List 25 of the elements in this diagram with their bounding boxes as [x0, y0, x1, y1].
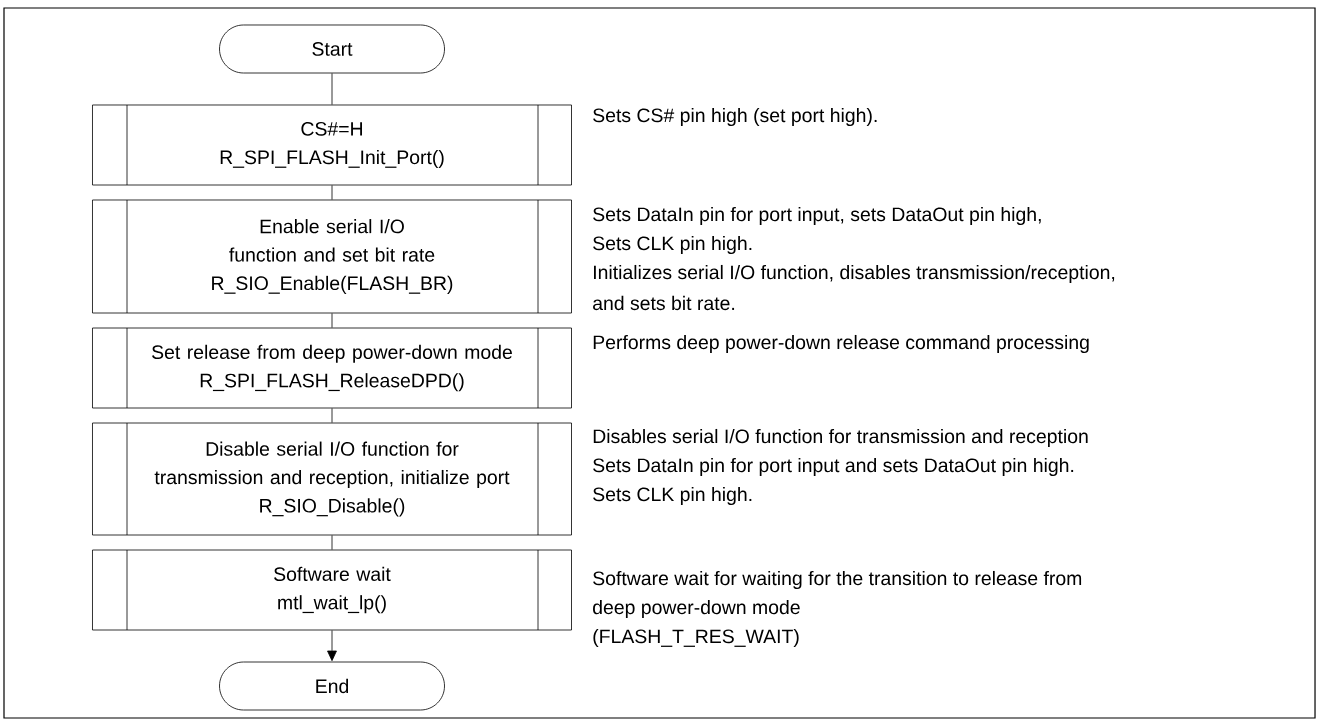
description-text: (FLASH_T_RES_WAIT) [593, 628, 799, 648]
connector [331, 408, 333, 423]
description-text: Software wait for waiting for the transition to release from [593, 570, 1082, 590]
connector [331, 313, 333, 328]
description-text: Initializes serial I/O function, disables transmission/reception, [594, 264, 1115, 284]
description-text: Sets CLK pin high. [593, 486, 752, 506]
connector [331, 73, 333, 105]
predefined-process-box: Enable serial I/O function and set bit rate R_SIO_Enable(FLASH_BR) [92, 199, 572, 314]
description-text: Sets DataIn pin for port input, sets DataOut pin high, [593, 206, 1041, 226]
connector [331, 535, 333, 550]
predefined-process-box: Set release from deep power-down mode R_SPI_FLASH_ReleaseDPD() [92, 327, 572, 409]
description-text: Sets CLK pin high. [593, 235, 752, 255]
description-text: Sets DataIn pin for port input and sets DataOut pin high. [593, 457, 1074, 477]
predefined-process-box: Disable serial I/O function for transmission and reception, initialize port R_SIO_Disable() [92, 422, 572, 536]
description-text: Disables serial I/O function for transmission and reception [593, 428, 1088, 448]
predefined-process-box: CS#=H R_SPI_FLASH_Init_Port() [92, 104, 572, 186]
predefined-process-box: Software wait mtl_wait_lp() [92, 549, 572, 631]
description-text: Sets CS# pin high (set port high). [593, 107, 877, 127]
description-text: Performs deep power-down release command processing [593, 334, 1089, 354]
connector [331, 185, 333, 200]
description-text: deep power-down mode [593, 599, 800, 619]
connector [327, 630, 337, 662]
terminal: Start [219, 24, 445, 74]
terminal: End [219, 661, 445, 711]
description-text: and sets bit rate. [593, 295, 735, 311]
